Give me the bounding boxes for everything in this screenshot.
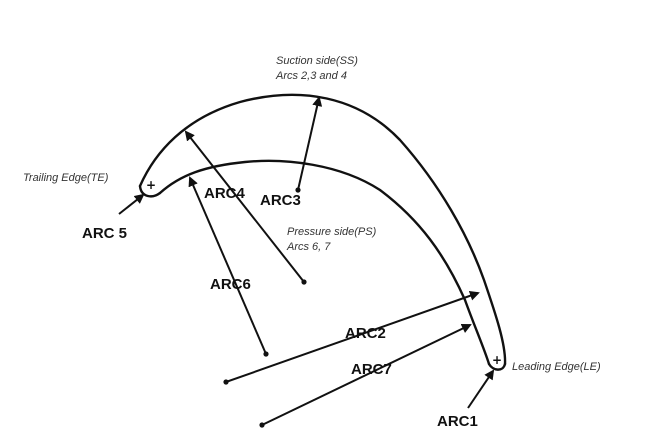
arc7-start-dot xyxy=(259,422,265,428)
arc4-start-dot xyxy=(301,279,307,285)
leader-start-dots xyxy=(223,187,307,428)
arc2-label: ARC2 xyxy=(345,325,386,342)
pressure-side-arcs-label: Arcs 6, 7 xyxy=(286,241,331,253)
arc5-arrow xyxy=(118,193,145,215)
arc6-label: ARC6 xyxy=(210,276,251,293)
trailing-edge-curve xyxy=(138,184,162,198)
arc7-label: ARC7 xyxy=(351,361,392,378)
leading-edge-label: Leading Edge(LE) xyxy=(512,361,601,373)
leading-edge-curve xyxy=(487,362,507,371)
suction-side-curve xyxy=(138,93,507,366)
arc-leader-arrows xyxy=(118,96,495,426)
arc7-arrow xyxy=(261,323,472,426)
arc1-label: ARC1 xyxy=(437,413,478,430)
trailing-edge-label: Trailing Edge(TE) xyxy=(23,172,109,184)
arc1-arrow xyxy=(467,369,495,409)
leading-edge-plus-marker: + xyxy=(492,353,502,367)
pressure-side-label: Pressure side(PS) xyxy=(287,226,377,238)
arc3-arrow xyxy=(297,96,323,191)
arc6-arrow xyxy=(188,176,267,355)
pressure-side-curve xyxy=(158,159,491,366)
trailing-edge-plus-marker: + xyxy=(146,178,156,192)
suction-side-label: Suction side(SS) xyxy=(276,55,358,67)
arc4-arrow xyxy=(184,130,305,283)
arc4-label: ARC4 xyxy=(204,185,245,202)
arc3-label: ARC3 xyxy=(260,192,301,209)
arc5-label: ARC 5 xyxy=(82,225,127,242)
arc2-start-dot xyxy=(223,379,229,385)
suction-side-arcs-label: Arcs 2,3 and 4 xyxy=(275,70,347,82)
arc6-start-dot xyxy=(263,351,269,357)
blade-profile xyxy=(138,93,507,371)
arc2-arrow xyxy=(225,290,480,383)
arc3-start-dot xyxy=(295,187,301,193)
